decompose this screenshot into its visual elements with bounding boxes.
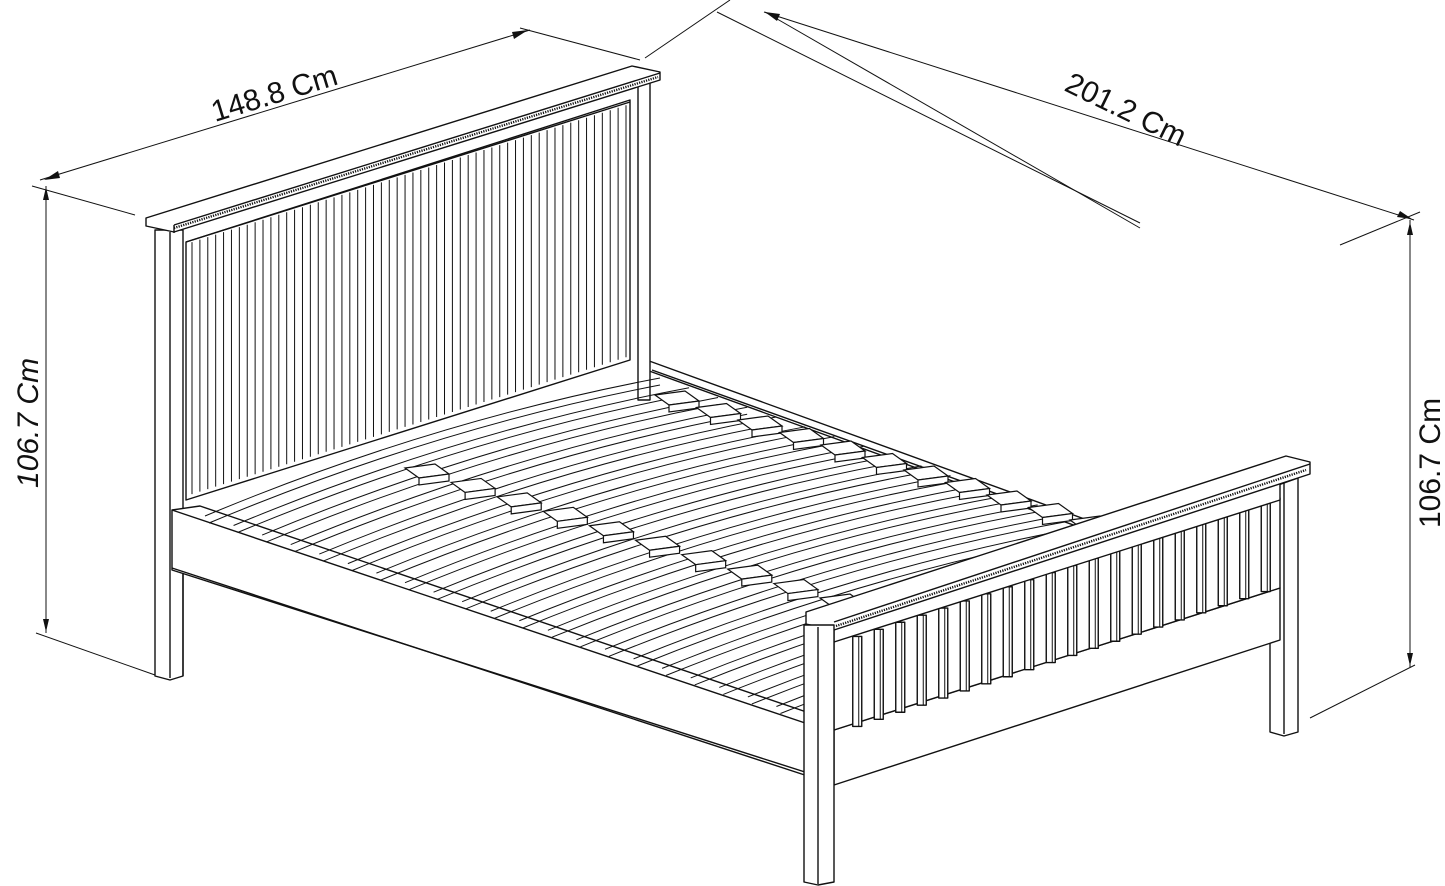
headboard-panel-grooves (191, 105, 627, 495)
headboard-height-label: 106.7 Cm (12, 358, 45, 488)
footboard (803, 455, 1311, 886)
footboard-spindles (852, 500, 1271, 728)
footboard-height-dimension: 106.7 Cm (1309, 220, 1445, 719)
width-label: 148.8 Cm (207, 59, 341, 129)
length-label: 201.2 Cm (1060, 67, 1191, 154)
near-side-rail (171, 505, 831, 781)
headboard-height-dimension: 106.7 Cm (12, 186, 156, 676)
headboard (145, 65, 661, 681)
length-dimension: 201.2 Cm (644, 0, 1421, 246)
footboard-height-label: 106.7 Cm (1414, 398, 1445, 528)
